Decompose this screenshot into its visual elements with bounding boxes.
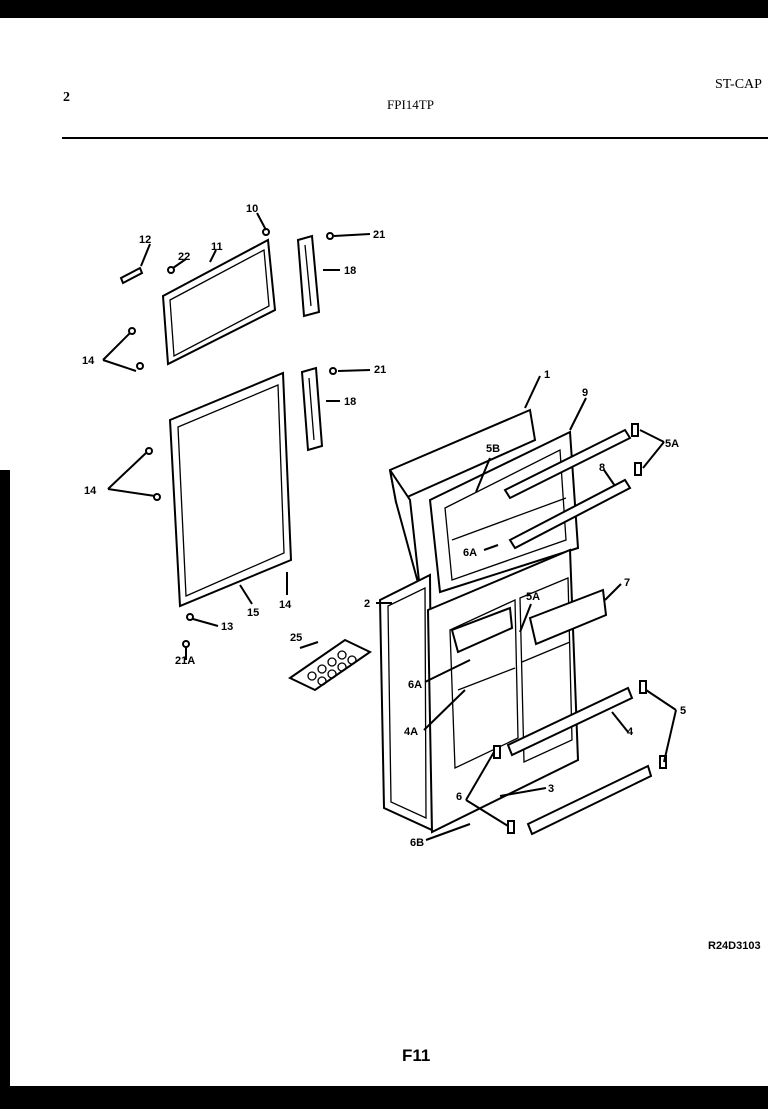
callout-14-middle: 14 xyxy=(84,485,97,497)
callout-21a: 21A xyxy=(175,655,195,667)
callout-4: 4 xyxy=(627,726,634,738)
callout-labels: 10 12 22 11 21 18 14 21 18 14 15 13 14 2… xyxy=(82,203,686,849)
callout-4a: 4A xyxy=(404,726,418,738)
fresh-food-inner-gasket xyxy=(378,573,434,832)
callout-15: 15 xyxy=(247,607,259,619)
page-number: 2 xyxy=(63,90,70,105)
callout-3: 3 xyxy=(548,783,554,795)
callout-5a-lower: 5A xyxy=(526,591,540,603)
drawing-number: R24D3103 xyxy=(708,940,761,952)
freezer-shelf-bar-lower xyxy=(508,478,632,550)
fresh-food-door-gasket xyxy=(168,371,293,608)
callout-11: 11 xyxy=(211,241,223,253)
callout-21-upper: 21 xyxy=(373,229,385,241)
callout-leaders xyxy=(102,212,677,841)
callout-22: 22 xyxy=(178,251,190,263)
figure-code: F11 xyxy=(402,1046,431,1065)
callout-9: 9 xyxy=(582,387,588,399)
callout-5a: 5A xyxy=(665,438,679,450)
scan-border-left xyxy=(0,470,10,1086)
callout-6: 6 xyxy=(456,791,462,803)
callout-25: 25 xyxy=(290,632,302,644)
scan-border-bottom xyxy=(0,1086,768,1109)
callout-21-middle: 21 xyxy=(374,364,386,376)
fresh-food-door-liner xyxy=(426,548,580,834)
callout-6a-middle: 6A xyxy=(408,679,422,691)
freezer-door-gasket xyxy=(161,238,277,366)
fresh-food-handle xyxy=(300,366,324,452)
header-code: ST-CAP xyxy=(715,77,762,92)
callout-18-upper: 18 xyxy=(344,265,356,277)
ice-cube-tray xyxy=(288,638,372,692)
screws xyxy=(128,228,337,648)
callout-2: 2 xyxy=(364,598,370,610)
callout-18-lower: 18 xyxy=(344,396,356,408)
callout-1: 1 xyxy=(544,369,550,381)
shelf-end-caps xyxy=(493,423,667,834)
callout-7: 7 xyxy=(624,577,630,589)
door-shelf-bar-upper xyxy=(506,686,634,757)
callout-10: 10 xyxy=(246,203,258,215)
freezer-handle xyxy=(296,234,321,318)
callout-5b-upper: 5B xyxy=(486,443,500,455)
callout-5: 5 xyxy=(680,705,686,717)
callout-6b-lower: 6B xyxy=(410,837,424,849)
callout-14-lower: 14 xyxy=(279,599,292,611)
model-number: FPI14TP xyxy=(387,97,434,112)
door-shelf-bar-lower xyxy=(526,764,653,836)
dairy-compartment-door xyxy=(528,588,608,646)
trim-piece xyxy=(119,266,144,285)
callout-13: 13 xyxy=(221,621,233,633)
scan-border-top xyxy=(0,0,768,18)
freezer-shelf-bar-upper xyxy=(503,428,632,500)
callout-8: 8 xyxy=(599,462,605,474)
callout-6a-upper: 6A xyxy=(463,547,477,559)
callout-12: 12 xyxy=(139,234,151,246)
header-rule xyxy=(62,137,768,139)
dairy-compartment-door-left xyxy=(450,606,514,654)
callout-14-upper: 14 xyxy=(82,355,95,367)
